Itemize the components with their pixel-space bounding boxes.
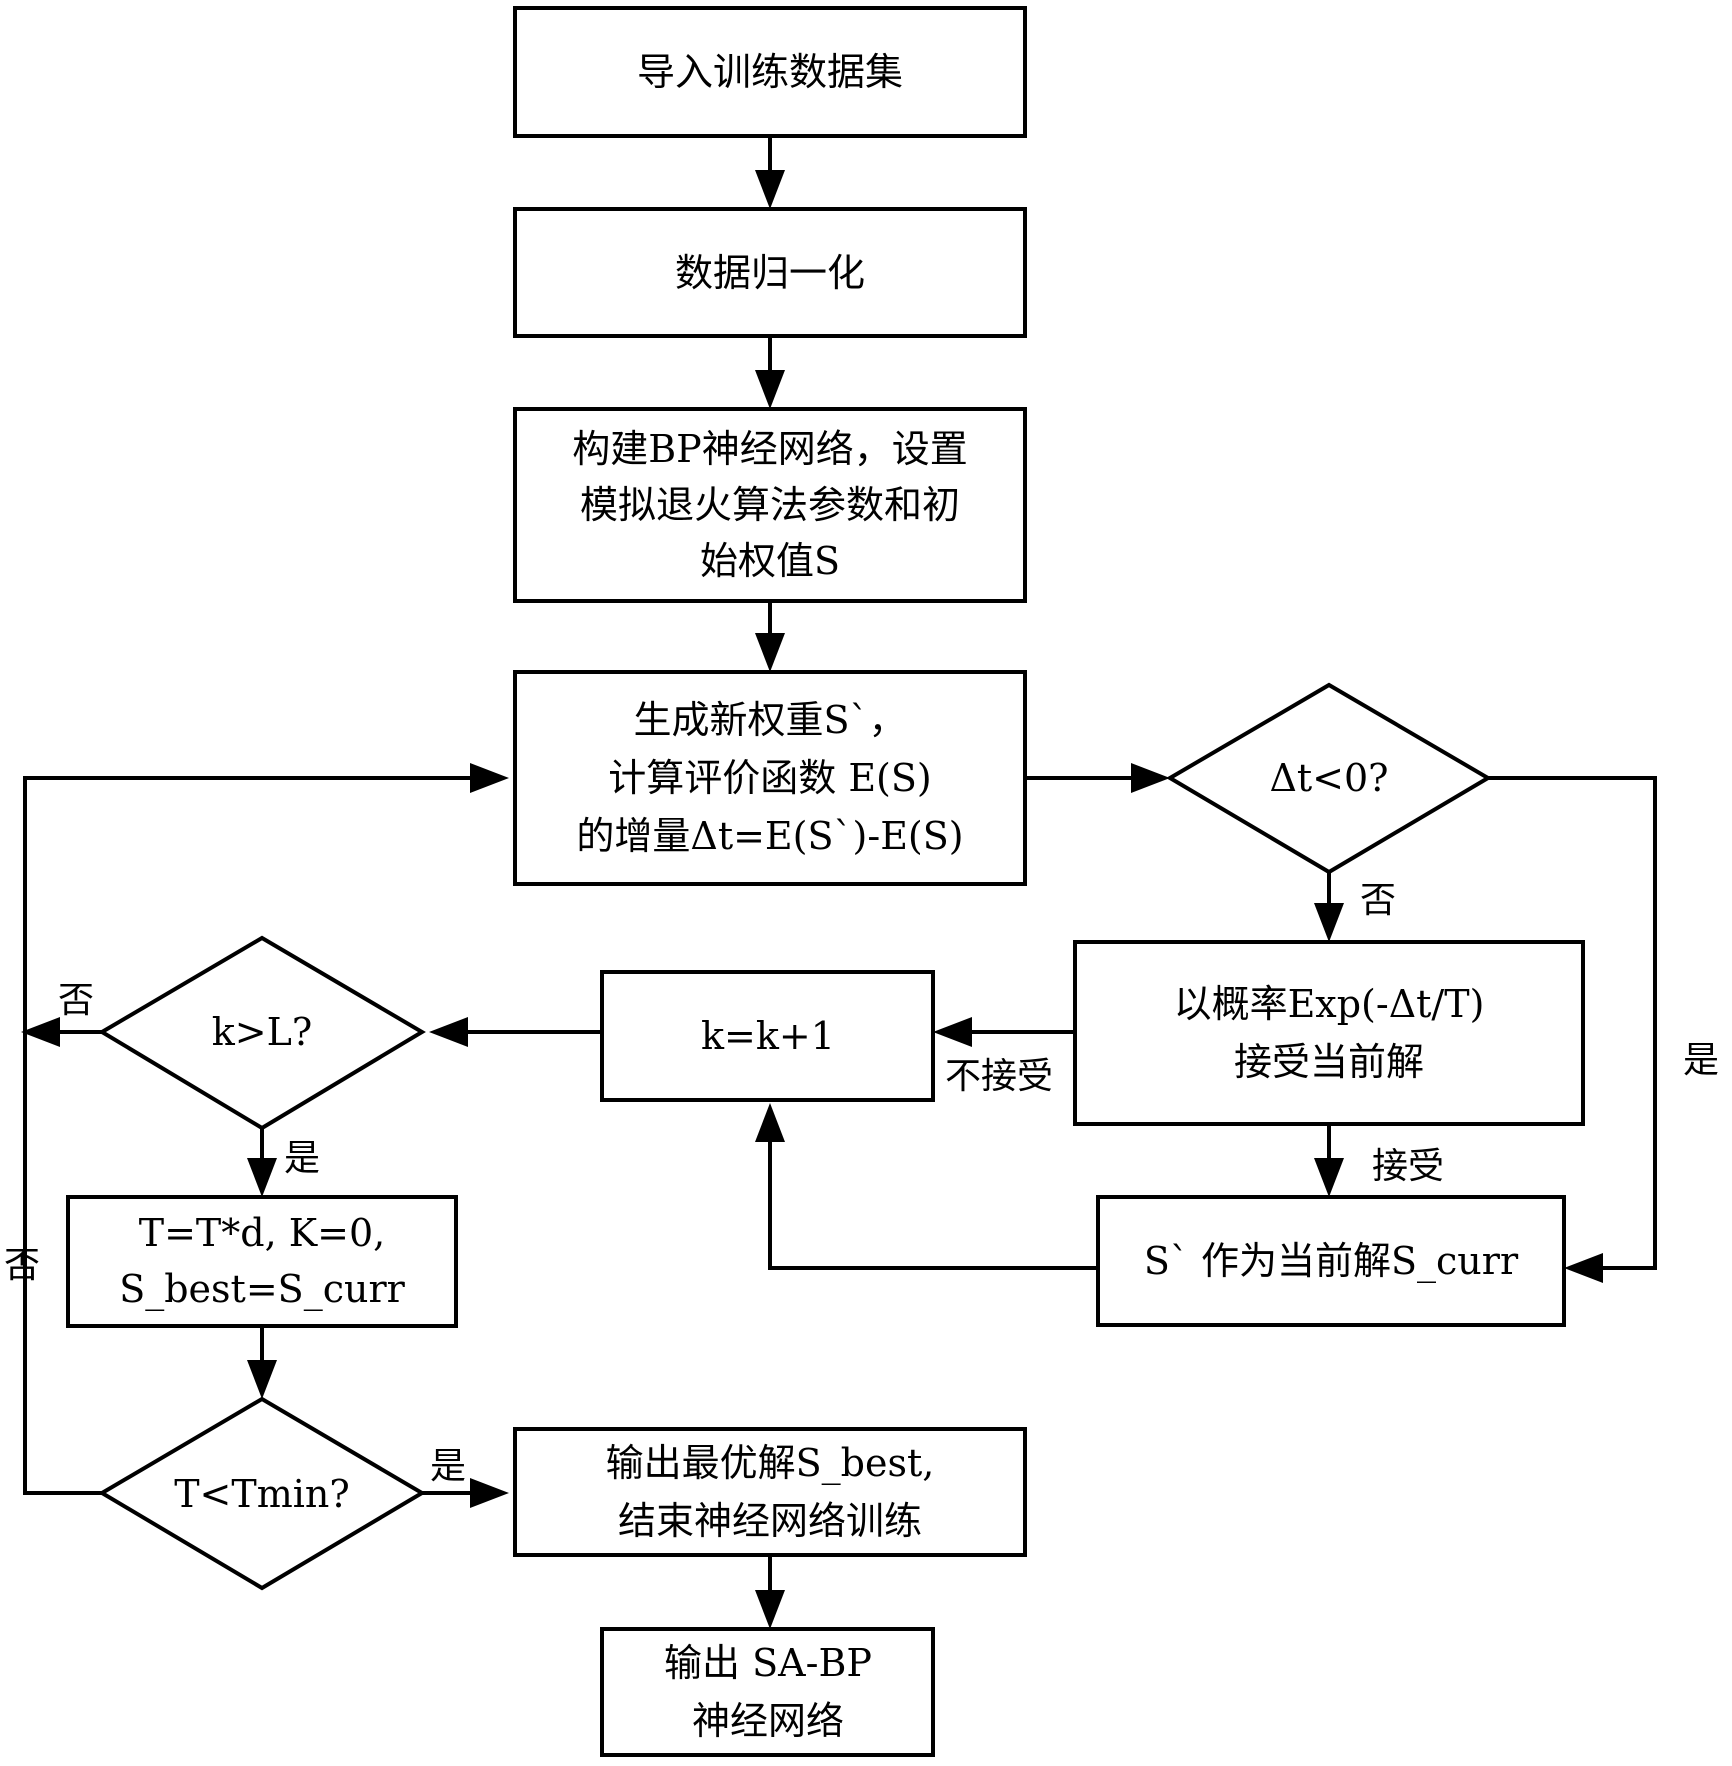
arrowhead-right xyxy=(470,763,509,793)
accept-probability-box: 以概率Exp(-Δt/T) 接受当前解 xyxy=(1073,940,1585,1126)
dt-check-text: Δt<0? xyxy=(1269,756,1388,800)
arrowhead-down xyxy=(1314,903,1344,942)
output-network-box: 输出 SA-BP 神经网络 xyxy=(600,1627,935,1757)
arrowhead-right xyxy=(470,1478,509,1508)
arrowhead-left xyxy=(933,1017,972,1047)
text-line: S` 作为当前解S_curr xyxy=(1144,1239,1519,1284)
arrowhead-down xyxy=(1314,1158,1344,1197)
text-line: k=k+1 xyxy=(701,1014,835,1058)
k-check-text: k>L? xyxy=(212,1010,312,1054)
text-line: S_best=S_curr xyxy=(119,1267,405,1312)
text-line: 模拟退火算法参数和初 xyxy=(580,483,960,527)
connectors xyxy=(23,136,1657,1602)
dt-no-label: 否 xyxy=(1360,880,1396,921)
k-increment-text: k=k+1 xyxy=(701,1014,835,1058)
text-line: T=T*d, K=0, xyxy=(139,1211,386,1255)
text-line: 神经网络 xyxy=(692,1699,844,1743)
k-yes-label: 是 xyxy=(284,1138,320,1179)
k-check-diamond: k>L? xyxy=(98,935,426,1131)
text-line: k>L? xyxy=(212,1010,312,1054)
arrowhead-down xyxy=(755,633,785,672)
s-curr-text: S` 作为当前解S_curr xyxy=(1144,1239,1519,1284)
k-no-label: 否 xyxy=(58,980,94,1021)
arrowhead-left xyxy=(429,1017,468,1047)
import-data-text: 导入训练数据集 xyxy=(637,50,903,94)
cooling-text: T=T*d, K=0, S_best=S_curr xyxy=(119,1211,405,1312)
accept-probability-text: 以概率Exp(-Δt/T) 接受当前解 xyxy=(1174,982,1485,1084)
s-curr-box: S` 作为当前解S_curr xyxy=(1096,1195,1566,1327)
build-network-text: 构建BP神经网络，设置模拟退火算法参数和初始权值S xyxy=(572,427,968,583)
build-network-box: 构建BP神经网络，设置模拟退火算法参数和初始权值S xyxy=(513,407,1027,603)
cooling-box: T=T*d, K=0, S_best=S_curr xyxy=(66,1195,458,1328)
text-line: 的增量Δt=E(S`)-E(S) xyxy=(576,814,963,858)
text-line: 结束神经网络训练 xyxy=(618,1499,922,1543)
t-check-diamond: T<Tmin? xyxy=(98,1396,426,1591)
edge-scurr-kinc xyxy=(768,1130,1098,1270)
arrowhead-up xyxy=(755,1103,785,1142)
arrowhead-left xyxy=(1564,1253,1603,1283)
text-line: 输出最优解S_best, xyxy=(606,1441,935,1486)
t-check-text: T<Tmin? xyxy=(174,1472,350,1516)
normalize-box: 数据归一化 xyxy=(513,207,1027,338)
text-line: 始权值S xyxy=(700,539,840,583)
text-line: 生成新权重S`， xyxy=(633,698,906,742)
output-best-text: 输出最优解S_best, 结束神经网络训练 xyxy=(606,1441,935,1543)
arrowhead-left xyxy=(21,1017,60,1047)
dt-check-diamond: Δt<0? xyxy=(1166,682,1492,875)
text-line: 导入训练数据集 xyxy=(637,50,903,94)
text-line: 输出 SA-BP xyxy=(664,1641,872,1685)
t-yes-label: 是 xyxy=(430,1446,466,1487)
output-best-box: 输出最优解S_best, 结束神经网络训练 xyxy=(513,1427,1027,1557)
text-line: 数据归一化 xyxy=(675,251,865,295)
text-line: 接受当前解 xyxy=(1234,1040,1424,1084)
text-line: T<Tmin? xyxy=(174,1472,350,1516)
text-line: 计算评价函数 E(S) xyxy=(608,756,932,800)
arrowhead-down xyxy=(247,1158,277,1197)
output-network-text: 输出 SA-BP 神经网络 xyxy=(664,1641,872,1743)
reject-label: 不接受 xyxy=(945,1056,1053,1097)
generate-weights-text: 生成新权重S`， 计算评价函数 E(S) 的增量Δt=E(S`)-E(S) xyxy=(576,698,963,858)
arrowhead-down xyxy=(755,170,785,209)
text-line: Δt<0? xyxy=(1269,756,1388,800)
arrowhead-right xyxy=(1131,763,1170,793)
text-line: 以概率Exp(-Δt/T) xyxy=(1174,982,1485,1026)
edge-tcheck-no-generate xyxy=(23,776,482,1495)
text-line: 构建BP神经网络，设置 xyxy=(572,427,968,471)
arrowheads xyxy=(21,170,1603,1629)
normalize-text: 数据归一化 xyxy=(675,251,865,295)
import-data-box: 导入训练数据集 xyxy=(513,6,1027,138)
k-increment-box: k=k+1 xyxy=(600,970,935,1102)
arrowhead-down xyxy=(755,1590,785,1629)
generate-weights-box: 生成新权重S`， 计算评价函数 E(S) 的增量Δt=E(S`)-E(S) xyxy=(513,670,1027,886)
edge-dtcheck-yes-scurr xyxy=(1485,776,1657,1270)
edge-labels: 否 是 不接受 接受 否 是 否 是 xyxy=(4,880,1719,1487)
arrowhead-down xyxy=(247,1360,277,1399)
t-no-label: 否 xyxy=(4,1245,40,1286)
accept-label: 接受 xyxy=(1372,1146,1444,1187)
dt-yes-label: 是 xyxy=(1683,1040,1719,1081)
arrowhead-down xyxy=(755,370,785,409)
